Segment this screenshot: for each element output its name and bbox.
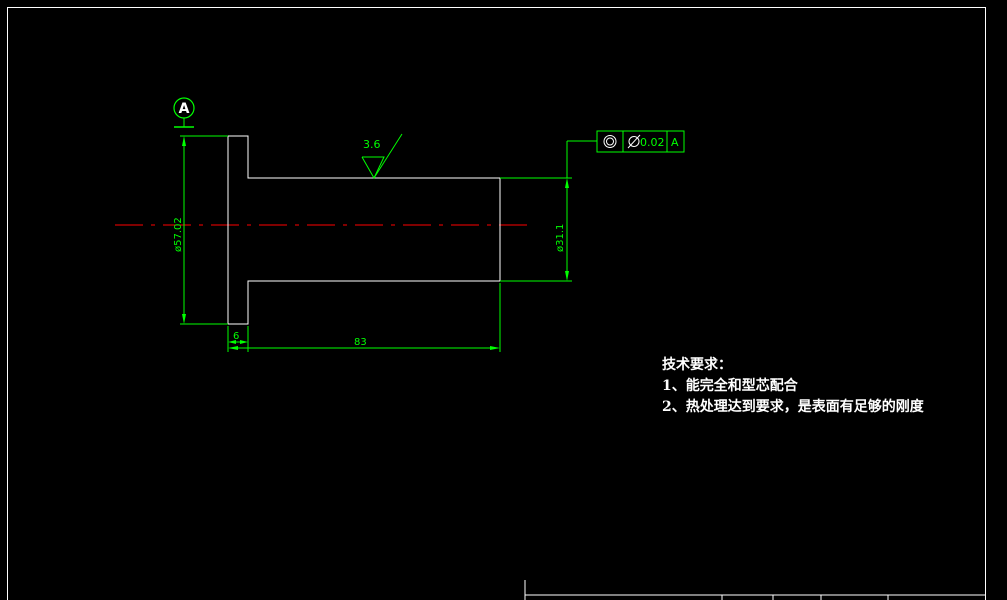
part-outline: [227, 135, 501, 325]
surface-roughness-symbol: [361, 133, 403, 180]
technical-requirements: 技术要求： 1、能完全和型芯配合 2、热处理达到要求，是表面有足够的刚度: [662, 355, 924, 418]
title-block: [524, 580, 986, 600]
large-diameter-dimension: [180, 135, 228, 325]
requirement-item-1: 1、能完全和型芯配合: [662, 378, 798, 394]
shaft-length-dimension: [228, 283, 501, 352]
requirement-item-2: 2、热处理达到要求，是表面有足够的刚度: [662, 399, 924, 415]
large-diameter-label: ø57.02: [173, 217, 184, 252]
shaft-length-label: 83: [354, 337, 367, 348]
small-diameter-label: ø31.1: [555, 224, 566, 252]
tolerance-value: 0.02: [640, 136, 665, 149]
tolerance-frame: 0.02 A: [596, 130, 685, 153]
requirements-title: 技术要求：: [662, 357, 732, 373]
tolerance-datum: A: [671, 136, 679, 149]
datum-a-symbol: A: [173, 97, 195, 128]
concentricity-icon: [603, 135, 617, 148]
datum-a-label: A: [179, 101, 190, 117]
drawing-border: [7, 7, 986, 600]
roughness-value: 3.6: [363, 138, 381, 151]
flange-width-label: 6: [233, 331, 239, 342]
small-diameter-dimension: [500, 140, 597, 282]
diameter-icon: [627, 134, 641, 149]
